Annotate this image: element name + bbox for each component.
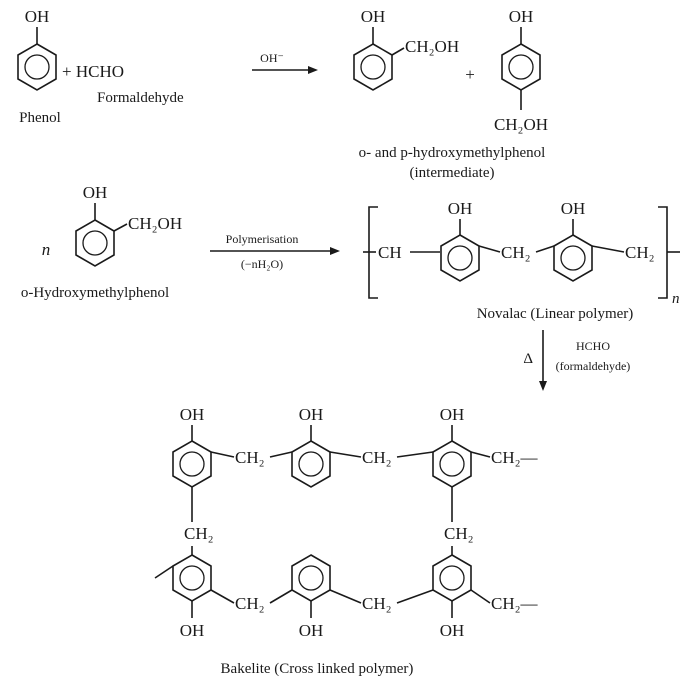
hcho-label: + HCHO (62, 62, 124, 81)
para-hydroxymethylphenol: OH CH₂OH (494, 7, 548, 134)
condition-label: Polymerisation (226, 232, 299, 246)
aromatic-circle (439, 451, 465, 477)
bakelite-crosslinks: CH₂ CH₂ (184, 487, 474, 555)
ch2-link-label: CH₂ (444, 524, 474, 543)
ch2-label: CH₂ (362, 594, 392, 613)
ch2oh-label: CH₂OH (128, 214, 182, 233)
polymerisation-arrow: Polymerisation (−nH₂O) (210, 232, 340, 271)
aromatic-circle (298, 565, 324, 591)
ch2-link-label: CH₂ (184, 524, 214, 543)
bakelite-label: Bakelite (Cross linked polymer) (221, 661, 414, 677)
formaldehyde-label: Formaldehyde (97, 90, 184, 106)
oh-label: OH (448, 199, 473, 218)
ch2-label: CH₂ (235, 448, 265, 467)
ch2-label: CH₂— (491, 448, 539, 467)
phenol-molecule: OH Phenol (17, 7, 61, 126)
reactant-label: o-Hydroxymethylphenol (21, 285, 169, 301)
bakelite-top-row: OH CH₂ OH CH₂ OH CH₂— (172, 405, 539, 488)
benzene-ring (291, 554, 331, 602)
novalac-label: Novalac (Linear polymer) (477, 306, 634, 322)
aromatic-circle (179, 451, 205, 477)
oh-label: OH (180, 405, 205, 424)
ch2-label: CH₂ (625, 243, 655, 262)
ch-label: CH (378, 243, 402, 262)
formaldehyde-condition: (formaldehyde) (556, 359, 631, 373)
bakelite-polymer: OH CH₂ OH CH₂ OH CH₂— CH₂ CH₂ (154, 405, 539, 640)
oh-label: OH (299, 405, 324, 424)
crosslink-arrow: Δ HCHO (formaldehyde) (523, 330, 630, 391)
bakelite-bottom-row: OH CH₂ OH CH₂ OH CH₂— (154, 554, 539, 640)
benzene-ring (553, 234, 593, 282)
heat-symbol: Δ (523, 351, 533, 367)
aromatic-circle (179, 565, 205, 591)
aromatic-circle (439, 565, 465, 591)
oh-label: OH (25, 7, 50, 26)
benzene-ring (75, 219, 115, 267)
oh-label: OH (440, 621, 465, 640)
intermediate-caption-2: (intermediate) (410, 165, 495, 181)
oh-label: OH (509, 7, 534, 26)
ch2-label: CH₂ (362, 448, 392, 467)
o-hydroxymethylphenol: OH CH₂OH (75, 183, 182, 267)
benzene-ring (172, 440, 212, 488)
ch2-label: CH₂ (235, 594, 265, 613)
oh-label: OH (561, 199, 586, 218)
aromatic-circle (560, 245, 586, 271)
benzene-ring (501, 43, 541, 91)
oh-label: OH (83, 183, 108, 202)
aromatic-circle (508, 54, 534, 80)
benzene-ring (432, 440, 472, 488)
benzene-ring (353, 43, 393, 91)
oh-label: OH (299, 621, 324, 640)
oh-label: OH (180, 621, 205, 640)
benzene-ring (432, 554, 472, 602)
aromatic-circle (298, 451, 324, 477)
hcho-condition: HCHO (576, 339, 610, 353)
condition-label-2: (−nH₂O) (241, 257, 283, 271)
ortho-hydroxymethylphenol: OH CH₂OH (353, 7, 459, 91)
catalyst-label: OH⁻ (260, 51, 284, 65)
phenol-label: Phenol (19, 110, 61, 126)
benzene-ring (172, 554, 212, 602)
oh-label: OH (361, 7, 386, 26)
aromatic-circle (24, 54, 50, 80)
aromatic-circle (82, 230, 108, 256)
benzene-ring (291, 440, 331, 488)
subscript-n: n (672, 291, 680, 307)
ch2oh-label: CH₂OH (494, 115, 548, 134)
novalac-polymer: CH OH CH₂ OH CH₂ n (363, 199, 680, 307)
ch2-label: CH₂ (501, 243, 531, 262)
ch2oh-label: CH₂OH (405, 37, 459, 56)
ch2-label: CH₂— (491, 594, 539, 613)
aromatic-circle (360, 54, 386, 80)
plus-sign: + (465, 65, 475, 84)
benzene-ring (440, 234, 480, 282)
n-coefficient: n (42, 240, 51, 259)
benzene-ring (17, 43, 57, 91)
reaction-arrow-1: OH⁻ (252, 51, 318, 74)
intermediate-caption: o- and p-hydroxymethylphenol (359, 145, 546, 161)
aromatic-circle (447, 245, 473, 271)
right-bracket (658, 206, 668, 299)
oh-label: OH (440, 405, 465, 424)
